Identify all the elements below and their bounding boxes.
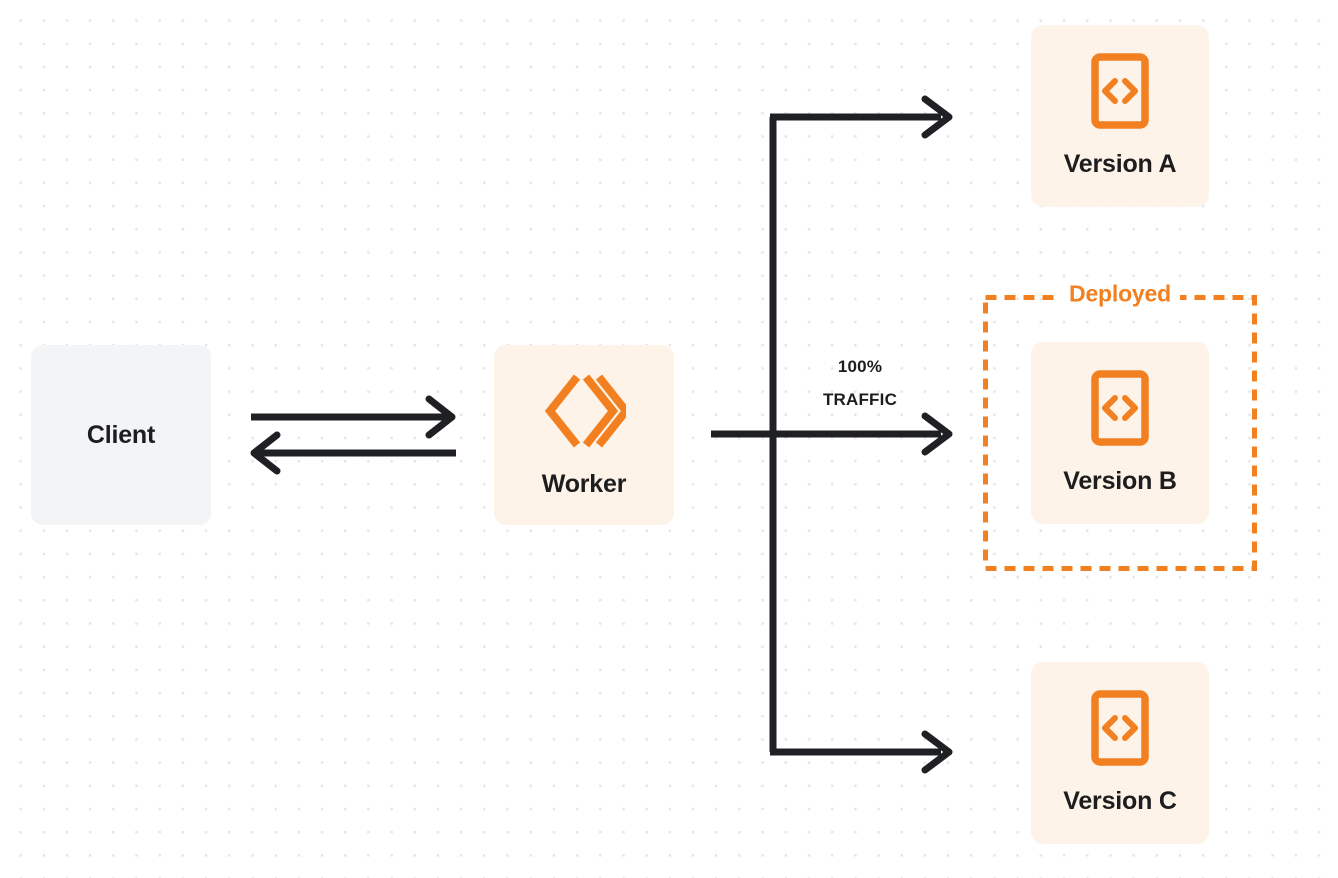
arrow-client-to-worker xyxy=(251,395,456,439)
cloudflare-workers-logo-icon xyxy=(542,371,632,456)
node-worker[interactable]: Worker xyxy=(494,345,674,525)
node-version-b-label: Version B xyxy=(1063,467,1177,495)
node-version-b[interactable]: Version B xyxy=(1031,342,1209,524)
node-client[interactable]: Client xyxy=(31,345,211,525)
group-deployed: Deployed xyxy=(983,280,1257,571)
node-version-c[interactable]: Version C xyxy=(1031,662,1209,844)
arrow-worker-to-version-c xyxy=(770,730,953,774)
node-version-a-label: Version A xyxy=(1063,150,1177,178)
code-file-icon xyxy=(1091,370,1149,451)
arrow-worker-to-version-a xyxy=(770,95,953,139)
traffic-percent: 100% xyxy=(837,357,883,376)
traffic-unit: TRAFFIC xyxy=(822,390,898,410)
traffic-share-label: 100% TRAFFIC xyxy=(790,350,930,416)
group-deployed-label: Deployed xyxy=(1060,280,1180,308)
arrow-worker-to-client xyxy=(250,431,456,475)
node-version-a[interactable]: Version A xyxy=(1031,25,1209,207)
node-worker-label: Worker xyxy=(541,470,627,498)
arrow-worker-to-version-b xyxy=(711,412,953,456)
code-file-icon xyxy=(1091,53,1149,134)
code-file-icon xyxy=(1091,690,1149,771)
node-client-label: Client xyxy=(86,420,156,449)
node-version-c-label: Version C xyxy=(1063,787,1177,815)
